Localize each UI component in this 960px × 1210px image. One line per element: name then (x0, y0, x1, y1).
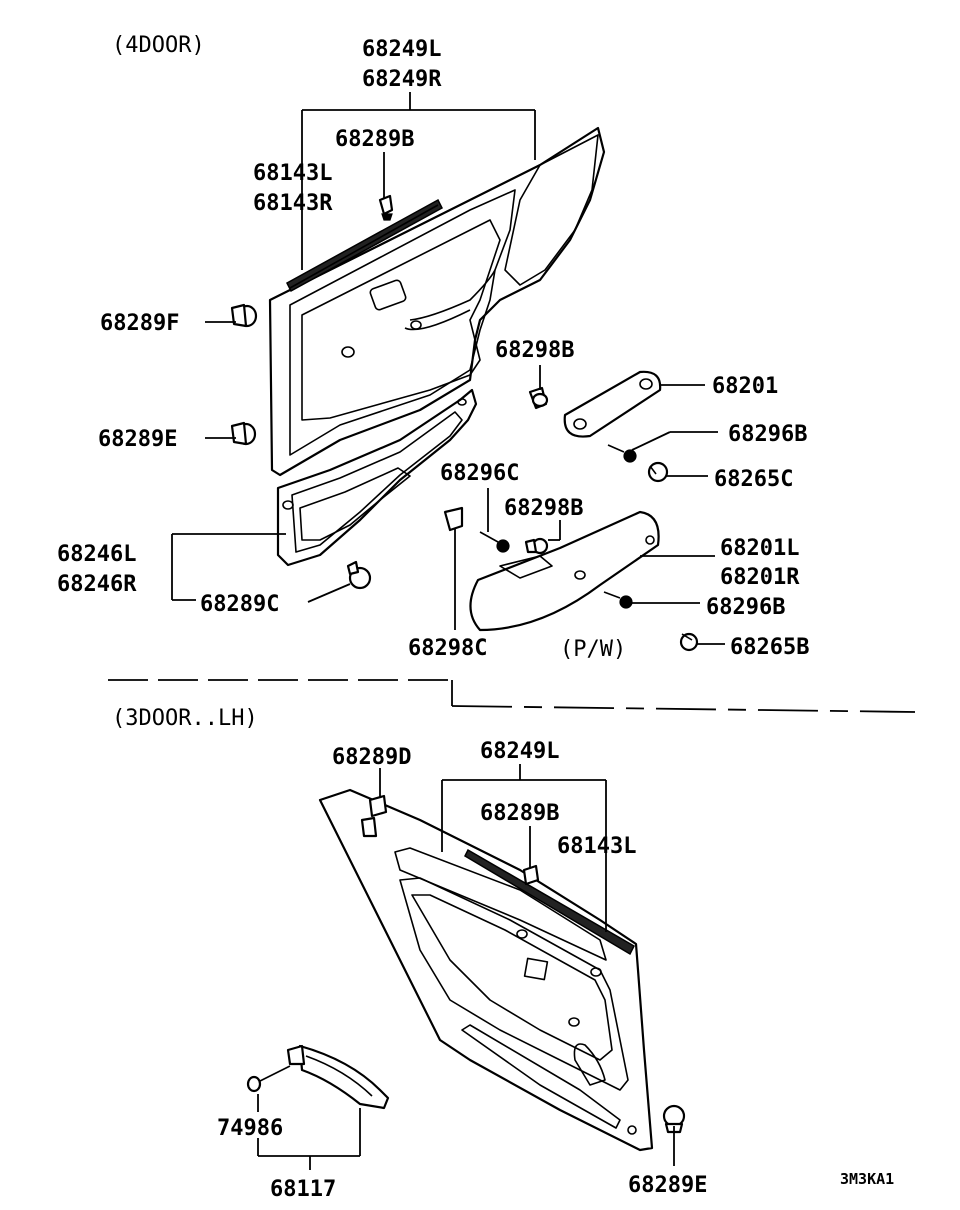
section-title-3door-lh: (3DOOR..LH) (112, 706, 258, 731)
leader-lines-bottom (257, 764, 675, 1170)
part-label-68289b-top: 68289B (335, 127, 414, 152)
part-label-68265b: 68265B (730, 635, 809, 660)
part-label-68289e-top: 68289E (98, 427, 177, 452)
part-label-68289c: 68289C (200, 592, 279, 617)
armrest-68201 (563, 370, 662, 438)
weatherstrip-4door (286, 198, 443, 293)
screw-68296b-lower (603, 591, 633, 609)
leader-lines-top (171, 92, 725, 645)
part-label-68298c: 68298C (408, 636, 487, 661)
part-label-68246r: 68246R (57, 572, 137, 597)
door-pocket-panel (276, 388, 478, 567)
part-label-68289d: 68289D (332, 745, 411, 770)
screw-68296c (479, 531, 510, 553)
part-label-68265c: 68265C (714, 467, 793, 492)
part-label-68246l: 68246L (57, 542, 136, 567)
part-label-68201: 68201 (712, 374, 778, 399)
part-label-68289e-bottom: 68289E (628, 1173, 707, 1198)
part-label-68249r-top: 68249R (362, 67, 442, 92)
pull-handle-68117 (286, 1044, 390, 1110)
part-label-68296b-upper: 68296B (728, 422, 807, 447)
screw-68296b-upper (607, 444, 637, 463)
door-trim-panel-3door (318, 788, 654, 1152)
weatherstrip-3door (464, 848, 635, 956)
section-title-4door: (4DOOR) (112, 33, 205, 58)
part-label-68143r-top: 68143R (253, 191, 333, 216)
diagram-code: 3M3KA1 (840, 1170, 894, 1188)
cap-68298c (443, 506, 464, 532)
part-label-68289f: 68289F (100, 311, 179, 336)
part-label-68201r: 68201R (720, 565, 800, 590)
cap-68265b (679, 632, 699, 652)
clip-68289b-bottom (522, 864, 540, 886)
clip-68289e-top (230, 421, 257, 446)
armrest-68201-pw (469, 510, 660, 632)
clip-68289b-top (378, 194, 394, 221)
part-label-68143l-bottom: 68143L (557, 834, 636, 859)
clip-68289c (346, 560, 372, 590)
part-label-68298b-lower: 68298B (504, 496, 583, 521)
part-label-74986: 74986 (217, 1116, 283, 1141)
part-label-68296b-lower: 68296B (706, 595, 785, 620)
part-label-68289b-bottom: 68289B (480, 801, 559, 826)
cap-68298b-upper (528, 386, 549, 410)
part-label-68298b-upper: 68298B (495, 338, 574, 363)
part-label-68249l-bottom: 68249L (480, 739, 559, 764)
part-labels: 68249L 68249R 68289B 68143L 68143R 68289… (57, 37, 894, 1202)
power-window-note: (P/W) (560, 637, 626, 662)
part-label-68296c: 68296C (440, 461, 519, 486)
cap-68265c (647, 461, 669, 483)
part-label-68201l: 68201L (720, 536, 799, 561)
part-label-68117: 68117 (270, 1177, 336, 1202)
cap-68298b-lower (524, 537, 549, 555)
section-divider (108, 679, 916, 713)
part-label-68249l-top: 68249L (362, 37, 441, 62)
part-label-68143l-top: 68143L (253, 161, 332, 186)
clip-68289f (230, 303, 258, 328)
screw-74986 (246, 1065, 291, 1093)
door-trim-panel-4door (268, 126, 606, 477)
